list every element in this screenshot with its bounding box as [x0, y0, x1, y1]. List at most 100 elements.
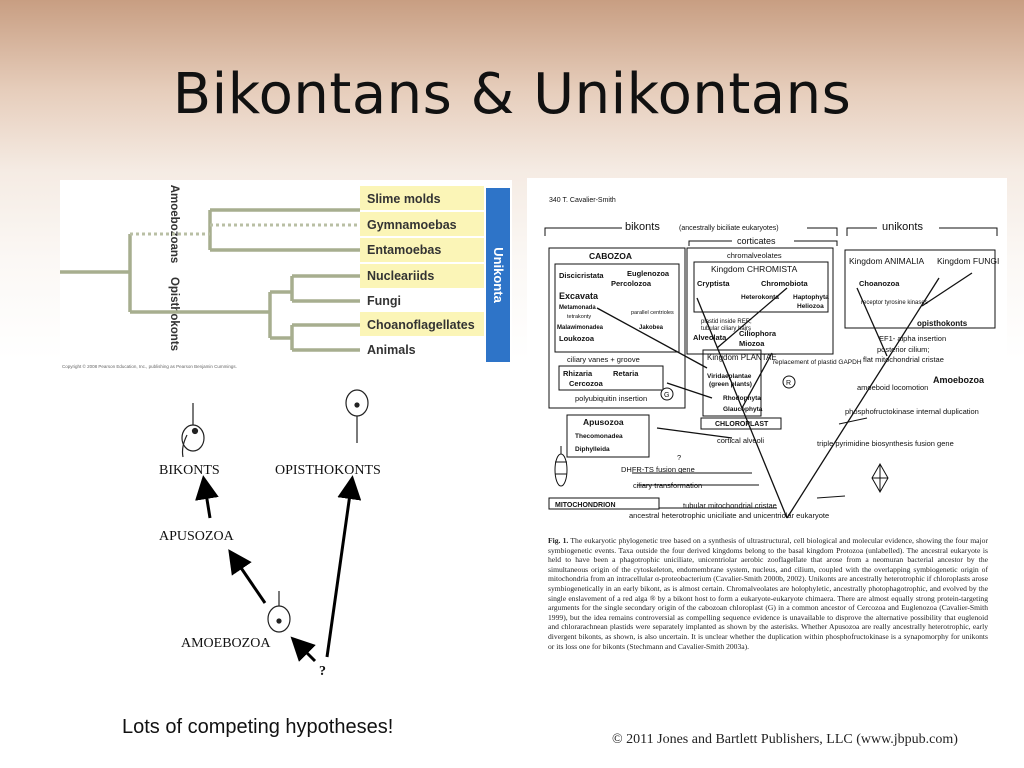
fig-chloroplast: CHLOROPLAST [715, 421, 769, 428]
group-label-opisthokonts: Opisthokonts [168, 277, 180, 351]
organism-icon-right [871, 462, 889, 494]
fig-chromalveolates: chromalveolates [727, 251, 782, 260]
fig-green-plants: (green plants) [709, 381, 752, 388]
heading-bikonts-note: (ancestrally biciliate eukaryotes) [679, 225, 779, 232]
taxon-gymnamoebas: Gymnamoebas [367, 218, 457, 232]
taxon-choanoflagellates: Choanoflagellates [367, 318, 475, 332]
fig-discicristata: Discicristata [559, 271, 604, 280]
fig-diphylleida: Diphylleida [575, 446, 610, 453]
fig-haptophyta: Haptophyta [793, 294, 829, 301]
branch-to-fungi [921, 272, 973, 307]
fig-amoeboid: amoeboid locomotion [857, 383, 928, 392]
fig-kingdom-plantae: Kingdom PLANTAE [707, 353, 777, 362]
fig-cortical-alveoli: cortical alveoli [717, 436, 764, 445]
cladogram-svg: Unikonta Amoebozoans Opisthokonts [60, 184, 510, 369]
taxon-slime-molds: Slime molds [367, 192, 441, 206]
fig-ciliary-vanes: ciliary vanes + groove [567, 355, 640, 364]
caption-text: The eukaryotic phylogenetic tree based o… [548, 536, 988, 651]
label-bikonts: BIKONTS [159, 463, 220, 478]
box-chromista [693, 261, 829, 313]
g-marker [660, 387, 674, 401]
fig-parallel-centrioles: parallel centrioles [631, 310, 674, 316]
highlight-choanoflagellates [360, 312, 484, 336]
box-chromalveolates [686, 247, 834, 355]
fig-jakobea: Jakobea [639, 325, 664, 331]
figure-tree [596, 272, 973, 519]
opisthokonts-box [164, 274, 184, 354]
fig-flat-cristae: flat mitochondrial cristae [863, 355, 944, 364]
fig-excavata: Excavata [559, 291, 599, 301]
taxa-labels: Slime molds Gymnamoebas Entamoebas Nucle… [367, 192, 475, 357]
arrow-to-bikonts [195, 475, 219, 519]
arrow-to-apusozoa [228, 549, 267, 604]
fig-heterokonta: Heterokonta [741, 294, 779, 301]
taxon-entamoebas: Entamoebas [367, 243, 441, 257]
fig-cabozoa: CABOZOA [589, 251, 632, 261]
slide-title: Bikontans & Unikontans [172, 62, 852, 127]
caption-label: Fig. 1. [548, 536, 569, 545]
label-question: ? [319, 664, 326, 679]
taxon-nucleariids: Nucleariids [367, 269, 434, 283]
r-marker-text: R [786, 380, 791, 387]
unikonta-cladogram: Unikonta Amoebozoans Opisthokonts [60, 180, 512, 370]
box-rhizaria [558, 365, 664, 391]
unikont-trunk [786, 277, 940, 519]
fig-receptor-kinases: receptor tyrosine kinases [861, 300, 928, 306]
label-apusozoa: APUSOZOA [159, 529, 235, 544]
fig-cercozoa: Cercozoa [569, 379, 604, 388]
label-amoebozoa: AMOEBOZOA [181, 636, 271, 651]
figure-boxes [548, 247, 996, 510]
heading-masks [622, 220, 939, 247]
fig-metamonada: Metamonada [559, 305, 596, 311]
fig-dhfr-ts: DHFR-TS fusion gene [621, 465, 695, 474]
box-excavata [554, 263, 680, 353]
fig-miozoa: Miozoa [739, 339, 765, 348]
box-chloroplast [700, 417, 782, 430]
fig-rhodophyta: Rhodophyta [723, 395, 761, 402]
fig-ciliary-transformation: ciliary transformation [633, 481, 702, 490]
fig-apusozoa: Apusozoa [583, 417, 624, 427]
fig-heliozoa: Heliozoa [797, 303, 824, 310]
fig-question: ? [677, 453, 681, 462]
fig-glaucophyta: Glaucophyta [723, 406, 763, 413]
unikonta-label: Unikonta [491, 247, 506, 303]
branch-to-chromista [716, 287, 788, 349]
cavalier-smith-figure: 340 T. Cavalier-Smith bikonts (ancestral… [527, 178, 1007, 698]
fig-kingdom-fungi: Kingdom FUNGI [937, 256, 999, 266]
fig-mitochondrion: MITOCHONDRION [555, 502, 616, 509]
branch-to-excavata [596, 307, 708, 369]
fig-ciliophora: Ciliophora [739, 329, 777, 338]
fig-kingdom-chromista: Kingdom CHROMISTA [711, 264, 798, 274]
amoebozoans-box [164, 184, 184, 264]
fig-plastid-rer: plastid inside RER; [701, 319, 752, 325]
box-mitochondrion [548, 497, 660, 510]
fig-loukozoa: Loukozoa [559, 334, 595, 343]
figure-event-arrows [632, 417, 868, 509]
hypothesis-labels: BIKONTS OPISTHOKONTS APUSOZOA AMOEBOZOA … [159, 463, 381, 679]
box-unikonts [844, 249, 996, 329]
branch-to-apusozoa [656, 427, 733, 439]
fig-amoebozoa: Amoebozoa [933, 375, 985, 385]
fig-percolozoa: Percolozoa [611, 279, 652, 288]
figure-labels: CABOZOA chromalveolates Kingdom CHROMIST… [555, 251, 999, 520]
fig-posterior-cilium: posterior cilium; [877, 345, 930, 354]
fig-chromobiota: Chromobiota [761, 279, 808, 288]
box-plantae [702, 349, 762, 417]
branch-to-choanozoa [856, 287, 888, 357]
r-marker [782, 375, 796, 389]
taxon-fungi: Fungi [367, 294, 401, 308]
hypothesis-arrows [195, 475, 362, 663]
fig-choanozoa: Choanozoa [859, 279, 900, 288]
fig-replacement-gapdh: replacement of plastid GAPDH [773, 359, 862, 366]
highlight-gymnamoebas [360, 212, 484, 236]
bikont-cell-icon [181, 403, 205, 458]
arrow-to-amoebozoa [290, 636, 317, 663]
g-marker-text: G [664, 392, 669, 399]
fig-retaria: Retaria [613, 369, 639, 378]
highlight-entamoebas [360, 238, 484, 262]
fig-pfk-dup: phosphofructokinase internal duplication [845, 407, 979, 416]
fig-ciliary-hairs: tubular ciliary hairs [701, 326, 751, 332]
highlight-nucleariids [360, 264, 484, 288]
heading-unikonts: unikonts [882, 221, 923, 233]
competing-hypotheses-note: Lots of competing hypotheses! [122, 716, 394, 738]
